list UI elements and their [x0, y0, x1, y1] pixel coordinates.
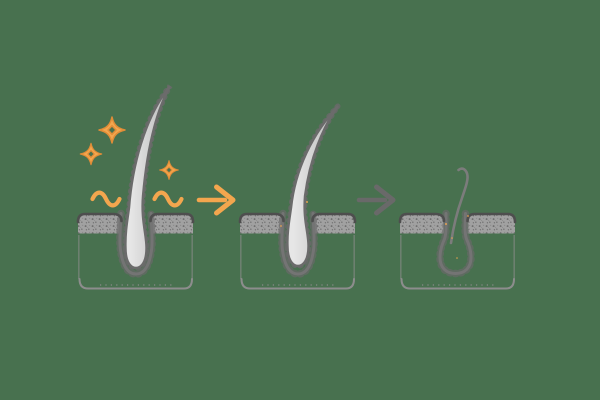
stage-2-weakening-hair	[240, 106, 355, 289]
speck	[445, 223, 447, 225]
thin-hair-strand	[449, 167, 469, 245]
speck	[306, 201, 308, 203]
speck	[467, 215, 469, 217]
arrow-right-icon	[214, 184, 236, 216]
arrow-2-right	[356, 184, 396, 216]
stage-3-thinning-hair	[400, 167, 515, 289]
speck	[451, 237, 453, 239]
speck	[280, 225, 282, 227]
arrow-right-icon	[374, 184, 396, 216]
speck	[456, 257, 458, 259]
arrow-1-right	[196, 184, 236, 216]
